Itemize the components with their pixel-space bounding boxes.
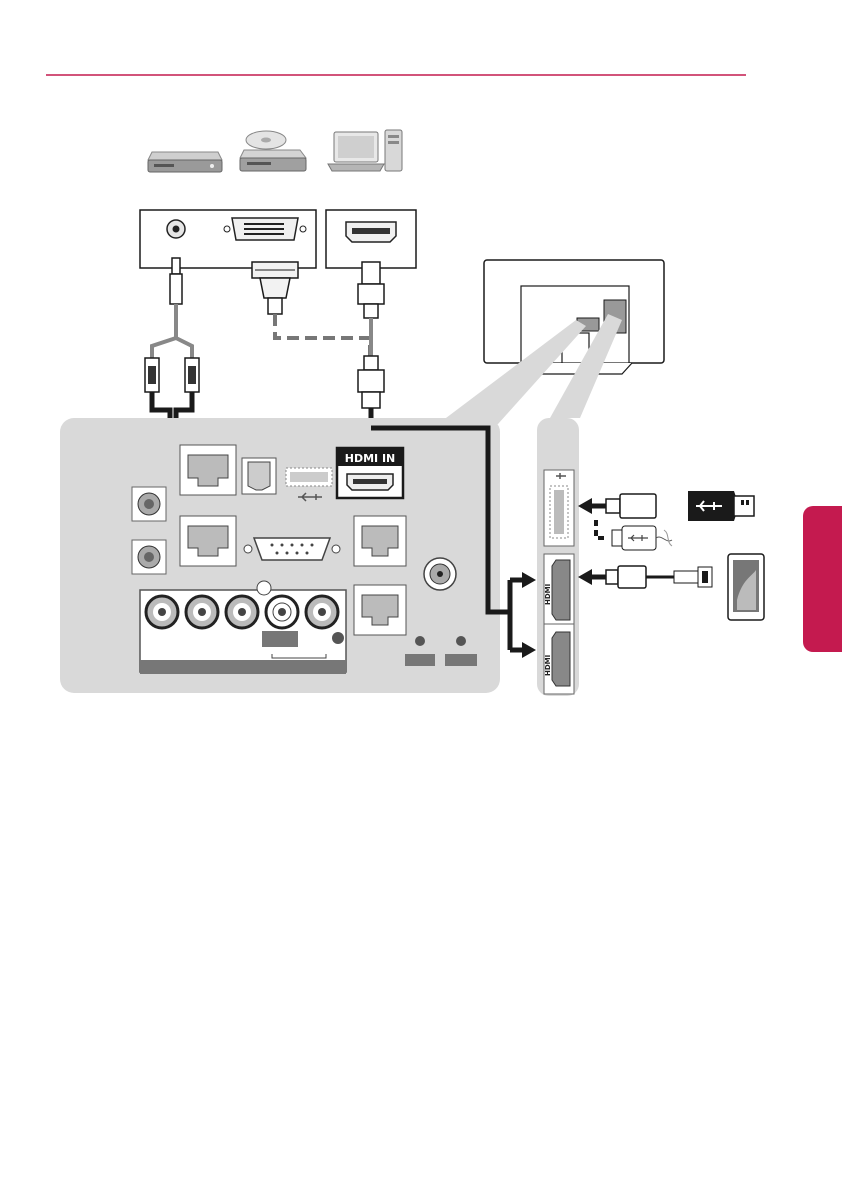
- coax-jack-2: [132, 540, 166, 574]
- hdmi-cable: [358, 262, 384, 440]
- lan-port-3: [354, 516, 406, 566]
- rca-jack-3: [226, 596, 258, 628]
- mhl-arrow: [578, 569, 592, 585]
- antenna-jack: [424, 558, 456, 590]
- blu-ray-player-icon: [240, 131, 306, 171]
- optical-port: [242, 458, 276, 494]
- lan-port-4: [354, 585, 406, 635]
- usb-dash-connector: [596, 520, 608, 538]
- hdmi-port-side-2: HDMI: [544, 624, 574, 694]
- usb-arrow: [578, 498, 592, 514]
- side-hdmi-2-label: HDMI: [544, 655, 552, 676]
- side-hdmi-1-label: HDMI: [544, 584, 552, 605]
- hdmi-side-arrow-bottom: [522, 642, 536, 658]
- usb-port-side: [544, 470, 574, 546]
- usb-memory-icon: [688, 491, 754, 521]
- tv-rear-icon: [484, 260, 664, 374]
- rca-jack-audio-right: [306, 596, 338, 628]
- coax-jack-1: [132, 487, 166, 521]
- usb-cable-icon: [612, 526, 672, 550]
- audio-out-jack: [167, 220, 185, 238]
- laptop-icon: [328, 132, 384, 171]
- rca-jack-1: [146, 596, 178, 628]
- lan-port-1: [180, 445, 236, 495]
- rca-jack-audio-left: [266, 596, 298, 628]
- hdmi-in-label: HDMI IN: [345, 452, 396, 465]
- hdmi-in-port: HDMI IN: [337, 448, 403, 498]
- hdmi-port-side-1: HDMI: [544, 554, 574, 626]
- hdmi-side-arrow-top: [522, 572, 536, 588]
- smartphone-icon: [728, 554, 764, 620]
- set-top-box-icon: [148, 152, 222, 172]
- lan-port-2: [180, 516, 236, 566]
- dvi-cable: [252, 262, 370, 356]
- hdmi-out-port: [346, 222, 396, 242]
- desktop-tower-icon: [385, 130, 402, 171]
- dvi-out-port: [224, 218, 306, 240]
- rca-jack-2: [186, 596, 218, 628]
- mhl-cable: [606, 566, 712, 588]
- usb-stick-icon: [606, 494, 656, 518]
